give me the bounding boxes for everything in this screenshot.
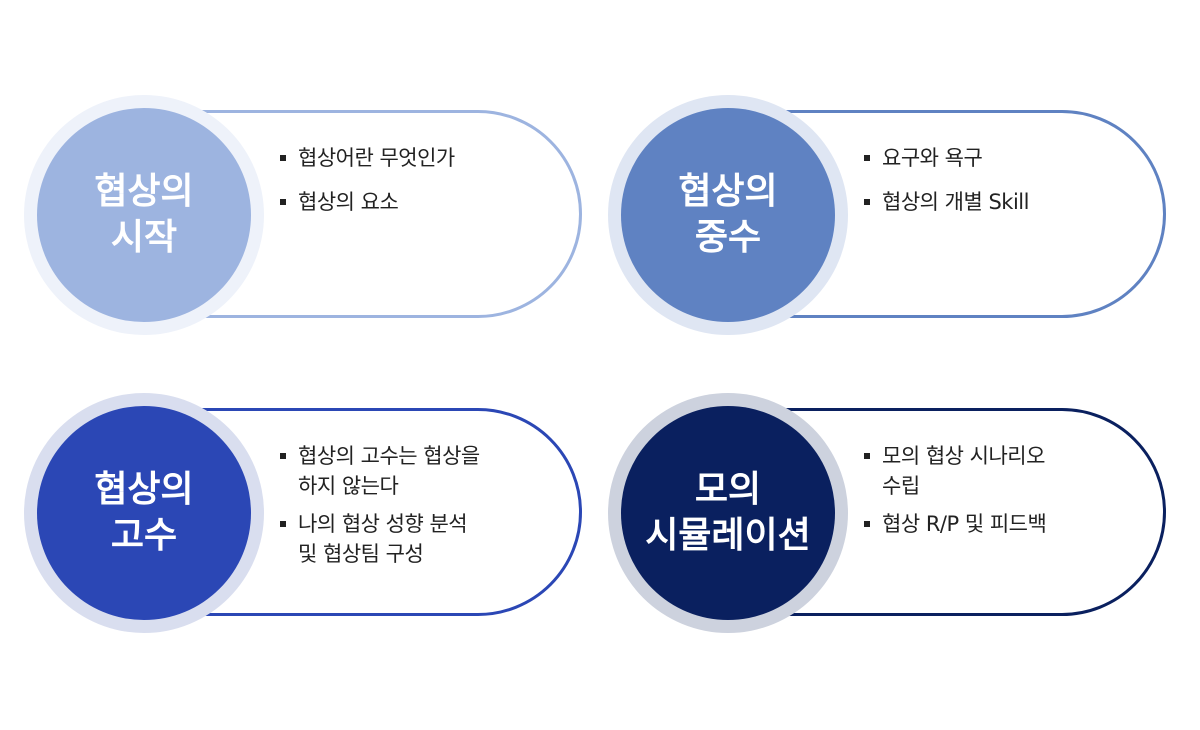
- bullet-item: 나의 협상 성향 분석 및 협상팀 구성: [280, 509, 550, 569]
- bullet-text: 협상의 개별 Skill: [882, 190, 1029, 214]
- bullet-item: 협상의 개별 Skill: [864, 187, 1134, 217]
- square-bullet-icon: [864, 155, 870, 161]
- bullet-text: 하지 않는다: [298, 474, 399, 498]
- bullet-text: 협상어란 무엇인가: [298, 146, 455, 170]
- bullet-item: 협상의 요소: [280, 187, 550, 217]
- stage-title-line: 협상의: [678, 171, 778, 212]
- stage-card-intermediate: 협상의 중수 요구와 욕구 협상의 개별 Skill: [608, 95, 1172, 335]
- stage-circle: 모의 시뮬레이션: [621, 406, 835, 620]
- stage-title-line: 협상의: [94, 171, 194, 212]
- stage-circle: 협상의 고수: [37, 406, 251, 620]
- stage-title-line: 고수: [110, 515, 178, 556]
- stage-bullet-list: 협상의 고수는 협상을 하지 않는다 나의 협상 성향 분석 및 협상팀 구성: [280, 441, 550, 577]
- stage-card-simulation: 모의 시뮬레이션 모의 협상 시나리오 수립 협상 R/P 및 피드백: [608, 393, 1172, 633]
- square-bullet-icon: [280, 453, 286, 459]
- stage-card-start: 협상의 시작 협상어란 무엇인가 협상의 요소: [24, 95, 588, 335]
- bullet-text: 협상의 고수는 협상을: [298, 444, 480, 468]
- bullet-text: 및 협상팀 구성: [298, 542, 424, 566]
- bullet-item: 협상 R/P 및 피드백: [864, 509, 1134, 539]
- stage-circle: 협상의 중수: [621, 108, 835, 322]
- stage-bullet-list: 협상어란 무엇인가 협상의 요소: [280, 143, 550, 231]
- square-bullet-icon: [864, 521, 870, 527]
- stage-circle: 협상의 시작: [37, 108, 251, 322]
- square-bullet-icon: [280, 521, 286, 527]
- bullet-item: 모의 협상 시나리오 수립: [864, 441, 1134, 501]
- stage-title-line: 시뮬레이션: [645, 515, 811, 556]
- bullet-text: 수립: [882, 474, 920, 498]
- stage-title-line: 중수: [694, 217, 762, 258]
- stage-title-line: 시작: [110, 217, 178, 258]
- stage-card-expert: 협상의 고수 협상의 고수는 협상을 하지 않는다 나의 협상 성향 분석 및 …: [24, 393, 588, 633]
- square-bullet-icon: [864, 453, 870, 459]
- stage-bullet-list: 모의 협상 시나리오 수립 협상 R/P 및 피드백: [864, 441, 1134, 547]
- bullet-text: 협상의 요소: [298, 190, 399, 214]
- stage-bullet-list: 요구와 욕구 협상의 개별 Skill: [864, 143, 1134, 231]
- bullet-text: 나의 협상 성향 분석: [298, 512, 468, 536]
- stage-title-line: 협상의: [94, 469, 194, 510]
- bullet-text: 요구와 욕구: [882, 146, 983, 170]
- bullet-text: 모의 협상 시나리오: [882, 444, 1045, 468]
- square-bullet-icon: [280, 199, 286, 205]
- bullet-item: 요구와 욕구: [864, 143, 1134, 173]
- square-bullet-icon: [864, 199, 870, 205]
- bullet-item: 협상어란 무엇인가: [280, 143, 550, 173]
- bullet-item: 협상의 고수는 협상을 하지 않는다: [280, 441, 550, 501]
- stage-title-line: 모의: [694, 469, 762, 510]
- bullet-text: 협상 R/P 및 피드백: [882, 512, 1047, 536]
- square-bullet-icon: [280, 155, 286, 161]
